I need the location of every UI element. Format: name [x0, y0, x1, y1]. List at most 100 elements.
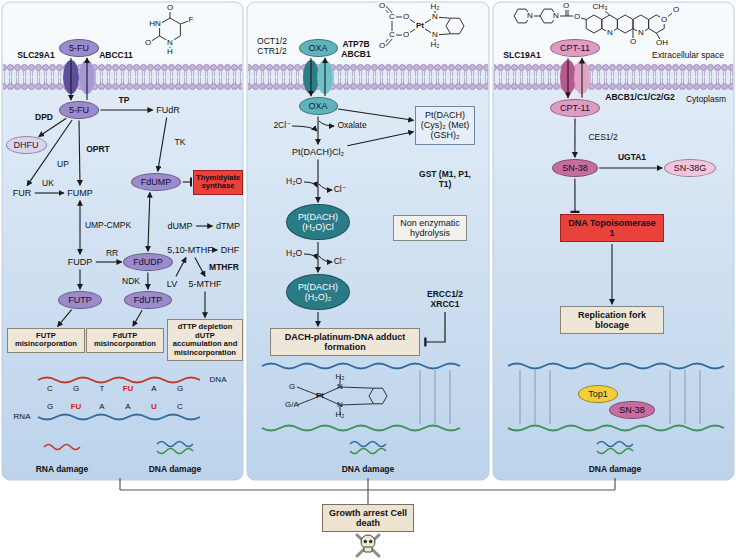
label: ABCC11: [99, 51, 133, 61]
arrow: [195, 258, 205, 277]
arrow: [599, 167, 662, 168]
node-text: DACH-platinum-DNA adduct formation: [275, 332, 415, 353]
node-text: SN-38: [562, 163, 588, 173]
atom-label: O: [573, 13, 581, 21]
label: DPD: [35, 113, 53, 123]
complex-oval: Pt(DACH) (H₂O)Cl: [286, 204, 350, 241]
atom-label: C: [388, 13, 396, 21]
atom-label: N: [606, 29, 614, 37]
transporters: [63, 60, 590, 94]
label: N: [337, 382, 343, 391]
ring: [446, 18, 464, 34]
label: A: [125, 402, 130, 411]
atom-label: CH₃: [592, 3, 609, 11]
atom-label: Pt: [415, 22, 425, 30]
effect-box: FUTP misincorporation: [7, 328, 85, 353]
label: DNA: [210, 375, 227, 384]
metabolite-text: FUMP: [65, 187, 95, 199]
node-text: Replication fork blocage: [565, 310, 659, 331]
label: H₂: [336, 410, 345, 419]
atom-label: N: [166, 39, 174, 47]
arrow: [204, 292, 205, 318]
label: GST (M1, P1, T1): [415, 170, 475, 190]
label: Extracellular space: [652, 51, 724, 61]
arrow: [324, 58, 325, 96]
atom-label: N: [552, 12, 560, 20]
label: TK: [175, 138, 186, 148]
arrow: [317, 117, 318, 145]
node-text: FUTP misincorporation: [11, 332, 81, 349]
atom-label: H₂: [430, 3, 441, 11]
node-text: 5-MTHF: [189, 279, 222, 289]
metabolite-text: FUDP: [66, 256, 95, 268]
effect-box: FdUTP misincorporation: [86, 328, 164, 353]
effect-box: dTTP depletion dUTP accumulation and mis…: [167, 319, 243, 361]
metabolite-text: Pt(DACH)Cl₂: [290, 146, 346, 158]
node-text: FUTP: [68, 295, 92, 305]
note-box: Non enzymatic hydrolysis: [393, 215, 467, 242]
label: ERCC1/2 XRCC1: [417, 290, 473, 310]
atom-label: N: [526, 12, 534, 20]
ring: [369, 388, 387, 404]
dna-helix: [38, 364, 724, 431]
inhibition-line: [183, 181, 192, 182]
node-text: OXA: [309, 43, 328, 53]
arrow: [581, 58, 582, 97]
arrow: [35, 192, 64, 193]
label: TP: [119, 96, 130, 106]
label: SLC19A1: [503, 51, 540, 61]
node-text: FUDP: [68, 257, 93, 267]
label: RNA: [14, 412, 31, 421]
label: G: [73, 384, 79, 393]
label: G: [177, 384, 183, 393]
label: UP: [57, 160, 69, 170]
label: Cytoplasm: [686, 95, 726, 105]
node-text: Pt(DACH) (H₂O)₂: [291, 282, 345, 303]
atom-label: F: [188, 16, 195, 24]
label: DNA damage: [589, 465, 642, 475]
label: H₂: [336, 372, 345, 381]
complex-oval: Pt(DACH) (H₂O)₂: [286, 274, 350, 311]
metabolite-oval: FdUTP: [124, 291, 173, 309]
arrow: [310, 58, 311, 96]
node-text: Non enzymatic hydrolysis: [397, 218, 463, 239]
atom-label: N: [431, 13, 439, 21]
atom-label: N: [431, 31, 439, 39]
atom-label: O: [562, 2, 570, 10]
metabolite-text: LV: [165, 278, 179, 290]
node-text: OXA: [309, 101, 328, 111]
label: OPRT: [86, 145, 110, 155]
node-text: Pt(DACH) (Cys)₂ (Met) (GSH)₂: [419, 110, 471, 141]
node-text: SN-38G: [674, 163, 707, 173]
atom-label: O: [144, 39, 152, 47]
metabolite-text: 5-MTHF: [187, 278, 224, 290]
atom-label: H₂: [430, 41, 441, 49]
node-text: 5-FU: [69, 43, 89, 53]
label: 2Cl⁻: [273, 121, 290, 131]
atom-label: HN: [148, 20, 162, 28]
arrow: [567, 58, 568, 97]
label: RNA damage: [36, 465, 89, 475]
metabolite-oval: DHFU: [6, 136, 47, 154]
arrow: [79, 201, 80, 255]
arrow: [96, 261, 122, 262]
atom-label: H: [166, 48, 174, 56]
node-text: FUR: [13, 188, 32, 198]
arrow: [101, 109, 153, 110]
arrow: [216, 249, 217, 250]
node-text: Growth arrest Cell death: [326, 508, 410, 529]
metabolite-oval: FUTP: [58, 291, 102, 309]
metabolite-oval: SN-38: [609, 401, 655, 419]
arrow: [158, 118, 167, 172]
node-text: LV: [167, 279, 177, 289]
target-box: Thymidylate synthase: [193, 170, 243, 195]
label: U: [151, 402, 157, 411]
node-text: FdUDP: [133, 257, 163, 267]
atom-label: O: [166, 4, 174, 12]
metabolite-oval: FdUDP: [123, 253, 173, 271]
node-text: CPT-11: [560, 103, 590, 113]
label: ABCB1/C1/C2/G2: [605, 93, 674, 103]
atom-label: O: [660, 16, 668, 24]
